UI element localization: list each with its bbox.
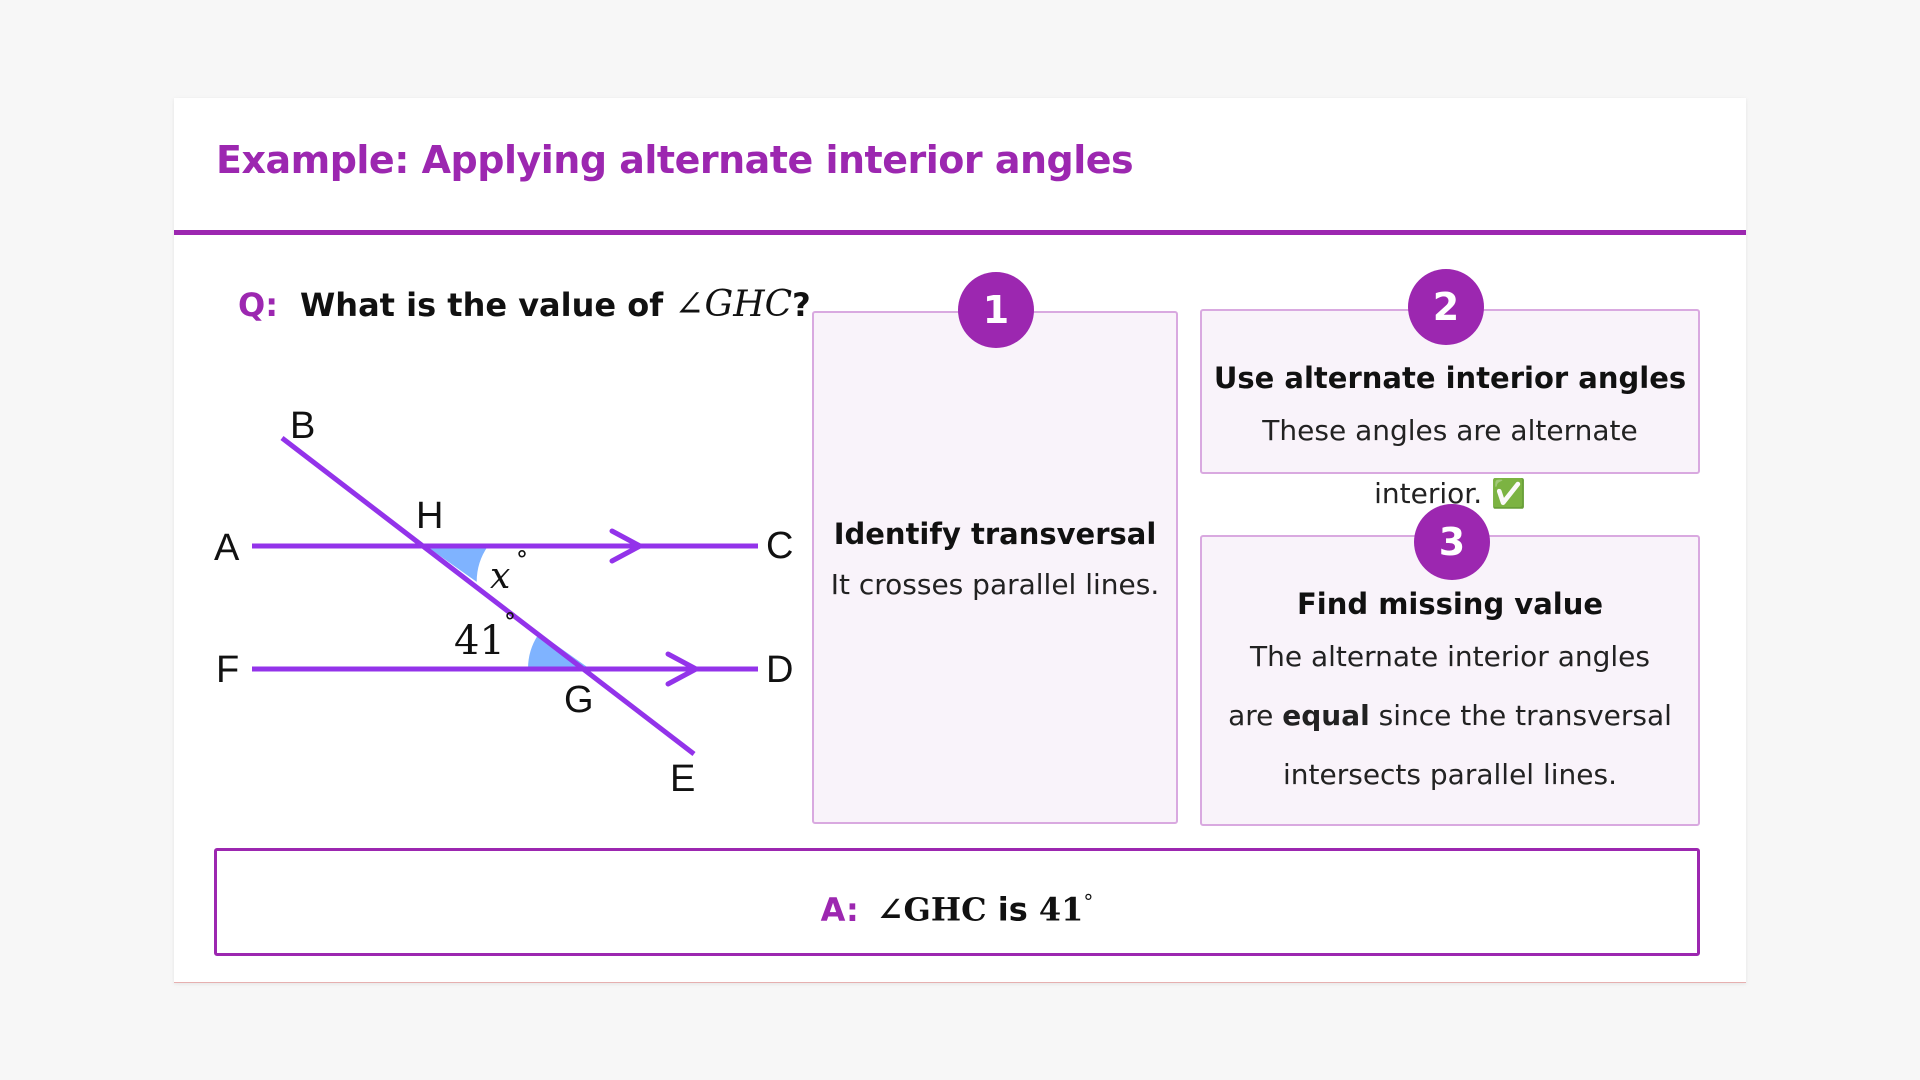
step-3-badge: 3 bbox=[1414, 504, 1490, 580]
question-prefix: Q: bbox=[238, 286, 278, 324]
parallel-arrow-bottom bbox=[665, 651, 699, 687]
label-b: B bbox=[290, 405, 315, 447]
question-suffix: ? bbox=[792, 286, 811, 324]
answer-degree: ° bbox=[1083, 890, 1094, 914]
question: Q: What is the value of ∠GHC? bbox=[238, 284, 811, 325]
lesson-card: Example: Applying alternate interior ang… bbox=[174, 98, 1746, 983]
angle-41-label: 41 bbox=[454, 618, 505, 664]
step-1-badge: 1 bbox=[958, 272, 1034, 348]
step-1-text: It crosses parallel lines. bbox=[830, 568, 1160, 601]
angle-41-degree: ° bbox=[504, 608, 516, 636]
step-2-badge: 2 bbox=[1408, 269, 1484, 345]
step-3-text-line3: intersects parallel lines. bbox=[1282, 758, 1617, 791]
title-divider bbox=[174, 230, 1746, 235]
answer-prefix: A: bbox=[820, 890, 859, 929]
question-angle: ∠GHC bbox=[674, 284, 793, 325]
label-g: G bbox=[564, 679, 594, 721]
angle-x-degree: ° bbox=[516, 546, 528, 574]
step-2-title: Use alternate interior angles bbox=[1213, 361, 1687, 395]
label-e: E bbox=[670, 758, 695, 800]
step-2-text-line1: These angles are alternate bbox=[1262, 414, 1638, 447]
question-text: What is the value of bbox=[300, 286, 664, 324]
parallel-lines-diagram: A B C D E F G H x ° 41 ° bbox=[214, 405, 793, 800]
label-d: D bbox=[766, 649, 793, 691]
transversal-be bbox=[280, 436, 696, 756]
step-3-text-post: since the transversal bbox=[1378, 699, 1672, 732]
step-1-title: Identify transversal bbox=[833, 517, 1157, 551]
step-3-text-pre: are bbox=[1228, 699, 1274, 732]
parallel-arrow-top bbox=[609, 528, 643, 564]
angle-x-label: x bbox=[490, 556, 510, 597]
answer-angle: ∠GHC bbox=[876, 890, 987, 929]
step-3-box: Find missing value The alternate interio… bbox=[1200, 535, 1700, 826]
angle-x-wedge bbox=[426, 546, 488, 582]
label-f: F bbox=[216, 649, 239, 691]
label-a: A bbox=[214, 527, 240, 569]
answer-box: A: ∠GHC is 41° bbox=[214, 848, 1700, 956]
page-title: Example: Applying alternate interior ang… bbox=[216, 138, 1134, 182]
step-3-title: Find missing value bbox=[1296, 587, 1604, 621]
step-1-box: Identify transversal It crosses parallel… bbox=[812, 311, 1178, 824]
step-3-text-line2: are equal since the transversal bbox=[1202, 686, 1698, 745]
label-c: C bbox=[766, 525, 793, 567]
label-h: H bbox=[416, 495, 443, 537]
answer-is: is bbox=[997, 890, 1028, 929]
answer-value: 41 bbox=[1038, 890, 1084, 929]
step-3-text-line1: The alternate interior angles bbox=[1250, 640, 1650, 673]
step-3-text-bold: equal bbox=[1282, 699, 1370, 732]
